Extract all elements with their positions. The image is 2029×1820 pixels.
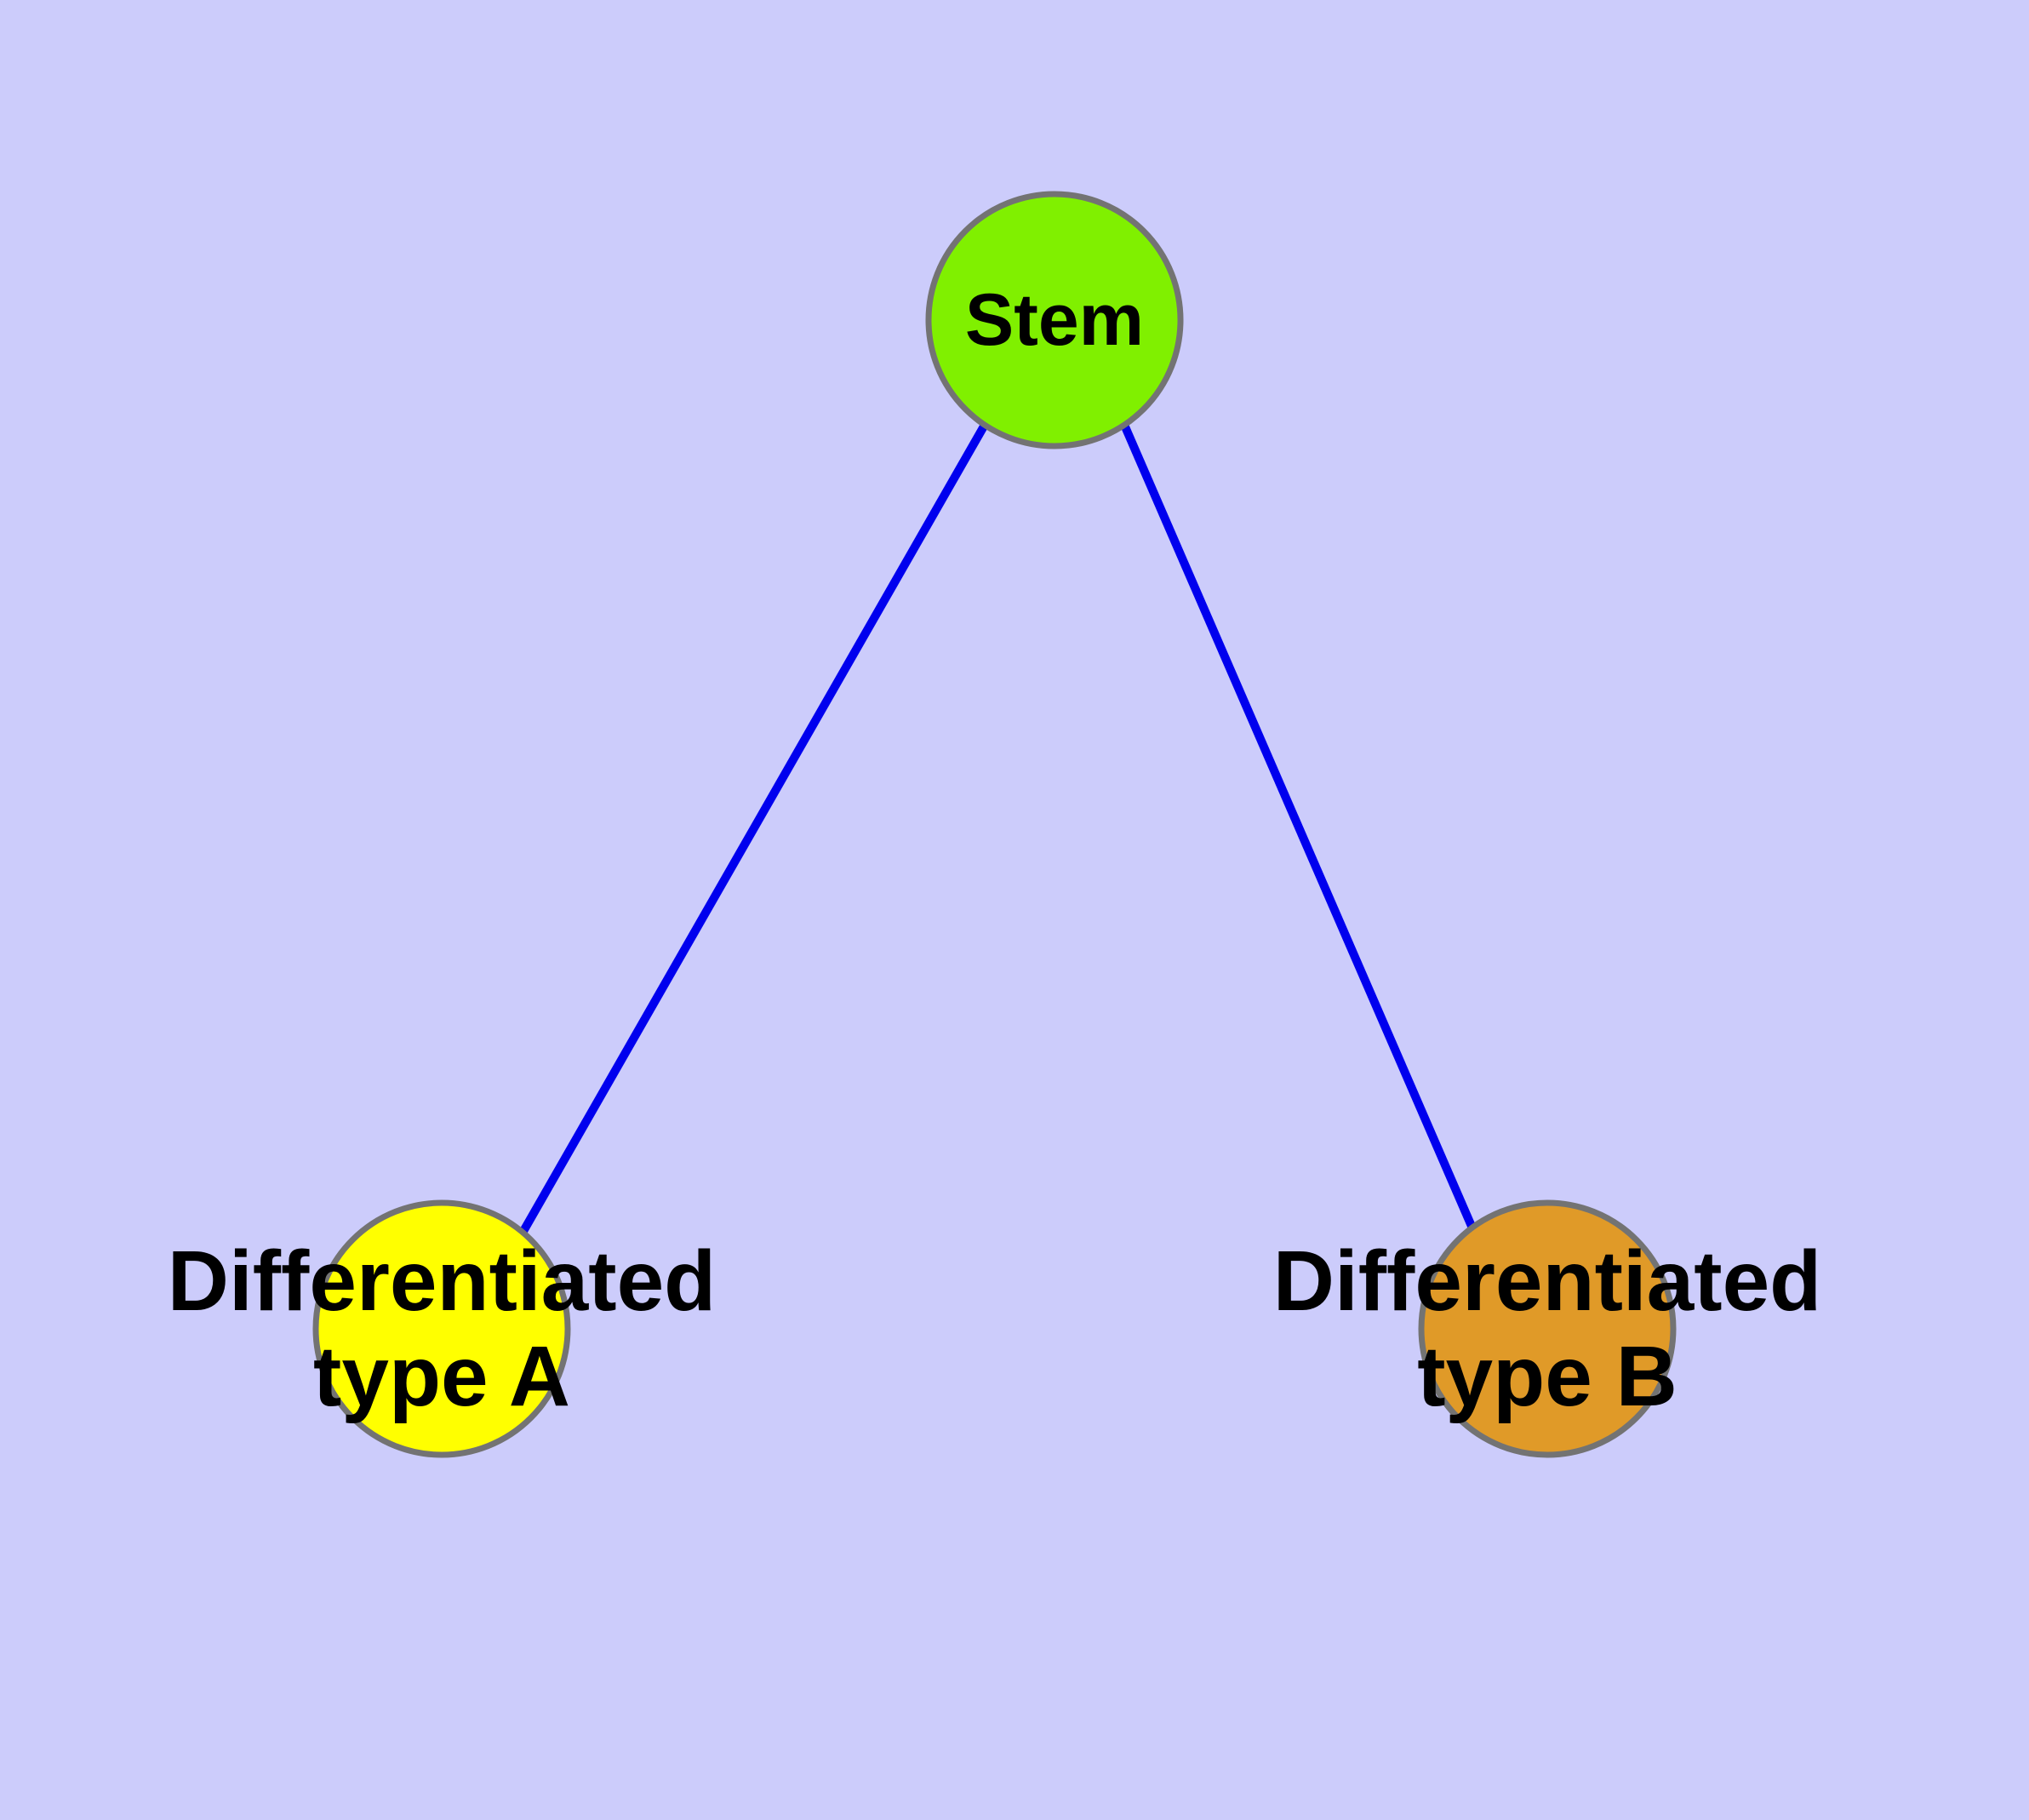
node-stem-circle[interactable] [925,191,1184,449]
node-stem[interactable]: Stem [925,191,1184,449]
node-differentiated-type-a-circle[interactable] [312,1199,571,1458]
edge-stem-to-differentiated-a[interactable] [518,422,989,1235]
node-stem-label: Stem [965,279,1144,361]
node-label-line: Stem [965,279,1144,361]
node-label-line: Differentiated [1273,1233,1822,1329]
edge-group [518,422,1477,1235]
node-label-line: type B [1417,1329,1677,1424]
node-label-line: Differentiated [168,1233,717,1329]
edge-stem-to-differentiated-b[interactable] [1120,423,1477,1232]
node-label-line: type A [313,1329,570,1424]
node-differentiated-type-b-circle[interactable] [1418,1199,1677,1458]
